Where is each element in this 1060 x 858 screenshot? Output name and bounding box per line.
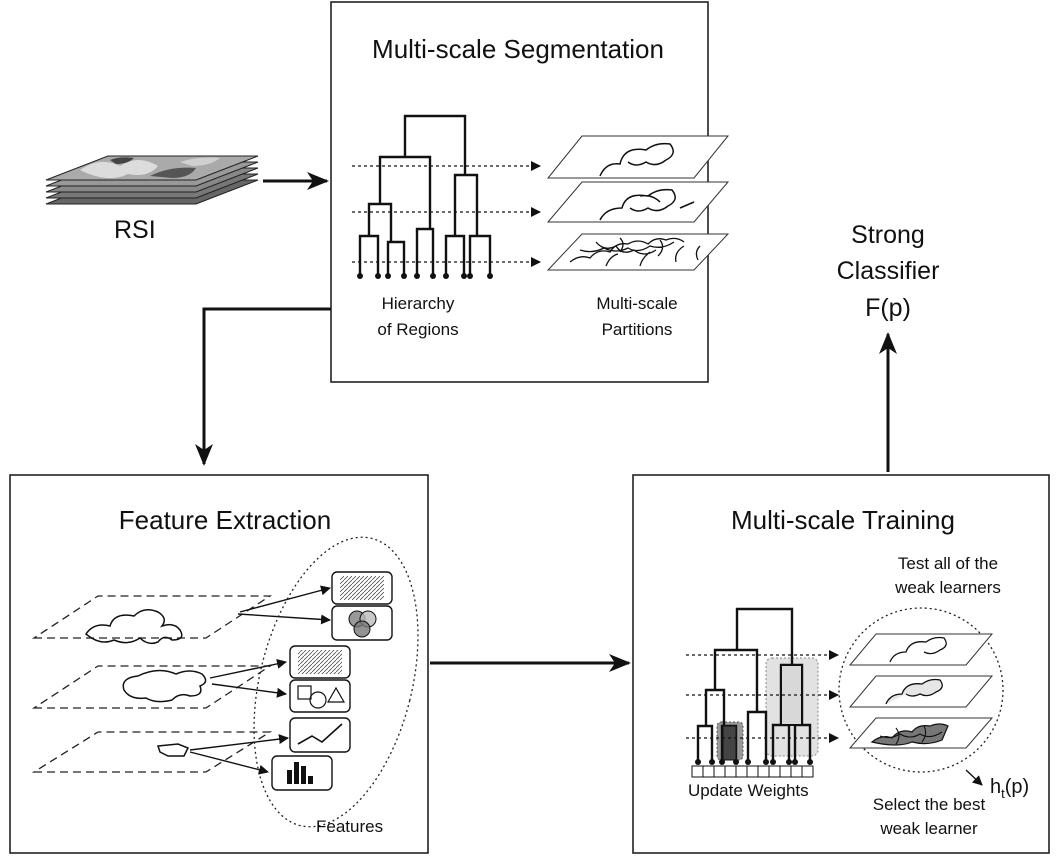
training-scale-arrows — [686, 650, 839, 743]
texture-icon — [289, 645, 351, 679]
training-box — [632, 474, 1050, 854]
dendrogram-leaves — [357, 273, 493, 279]
segmentation-to-features-arrow — [195, 307, 331, 466]
weak-learners-circle — [838, 607, 1004, 773]
output-arrow — [965, 769, 983, 786]
scale-cut-arrows — [352, 161, 541, 267]
texture-icon — [331, 571, 393, 605]
rsi-label: RSI — [114, 216, 156, 244]
training-leaves — [695, 759, 813, 765]
features-label: Features — [316, 817, 384, 836]
training-partition-coarse — [848, 633, 994, 666]
histogram-icon — [271, 755, 333, 791]
rsi-image-stack-icon — [45, 155, 259, 205]
weights-bar — [691, 765, 814, 778]
weak-learner-output-label: ht(p) — [990, 776, 1030, 801]
color-venn-icon — [331, 605, 393, 641]
features-group-ellipse — [253, 536, 419, 828]
hierarchy-label: Hierarchy of Regions — [377, 294, 459, 339]
partition-coarse — [546, 135, 730, 179]
feature-extraction-title: Feature Extraction — [118, 505, 332, 535]
feature-arrows — [189, 585, 331, 775]
partition-medium — [546, 181, 730, 223]
weak-learner-dark — [722, 725, 737, 761]
test-learners-label: Test all of the weak learners — [895, 554, 1001, 597]
update-weights-label: Update Weights — [688, 781, 809, 800]
partition-fine — [546, 233, 730, 271]
region-hierarchy-dendrogram — [358, 114, 492, 274]
shape-icon — [289, 679, 351, 713]
feature-extraction-box — [9, 474, 429, 854]
feature-region-shapes — [85, 609, 207, 757]
partitions-label: Multi-scale Partitions — [596, 294, 678, 339]
training-title: Multi-scale Training — [731, 505, 955, 535]
strong-classifier-label: Strong Classifier F(p) — [836, 221, 940, 322]
training-partition-fine — [848, 717, 994, 749]
select-learner-label: Select the best weak learner — [872, 795, 986, 838]
training-partition-medium — [848, 675, 994, 708]
line-chart-icon — [289, 717, 351, 753]
segmentation-title: Multi-scale Segmentation — [372, 34, 664, 64]
